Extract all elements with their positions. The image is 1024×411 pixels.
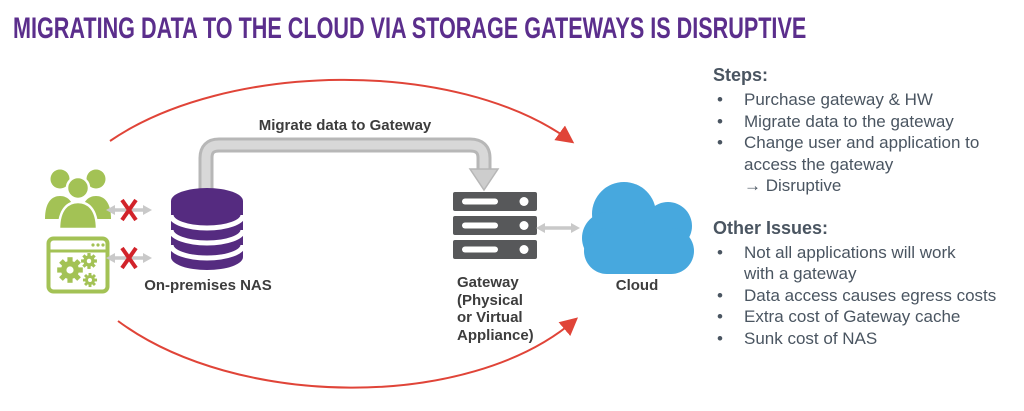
nas-label: On-premises NAS xyxy=(144,277,272,294)
migrate-arrow-label: Migrate data to Gateway xyxy=(258,117,432,134)
gateway-label: Gateway (Physical or Virtual Appliance) xyxy=(457,274,534,344)
migrate-elbow-arrow xyxy=(198,137,500,197)
cloud-label: Cloud xyxy=(615,277,659,294)
bullet-glyph: • xyxy=(717,285,723,305)
steps-item: • Migrate data to the gateway xyxy=(713,111,1018,133)
steps-heading: Steps: xyxy=(713,65,769,85)
users-icon xyxy=(44,166,112,230)
steps-note-text: → Disruptive xyxy=(744,176,842,195)
bullet-glyph: • xyxy=(717,307,723,326)
steps-item-text: Change user and application to access th… xyxy=(744,133,980,174)
notes-panel: Steps: • Purchase gateway & HW • Migrate… xyxy=(713,63,1018,349)
application-gears-icon xyxy=(46,236,110,294)
other-issues-item: • Not all applications will work with a … xyxy=(713,242,1018,285)
other-issues-item-text: Extra cost of Gateway cache xyxy=(744,307,961,326)
steps-item-text: Purchase gateway & HW xyxy=(744,90,933,109)
blocked-connection-x-icon xyxy=(105,243,153,273)
bullet-glyph: • xyxy=(717,90,723,109)
other-issues-item: • Data access causes egress costs xyxy=(713,285,1018,307)
bullet-glyph: • xyxy=(717,242,723,262)
other-issues-heading: Other Issues: xyxy=(713,217,829,238)
blocked-connection-x-icon xyxy=(105,195,153,225)
other-issues-item: • Sunk cost of NAS xyxy=(713,328,1018,350)
gateway-cloud-bidirectional-arrow-icon xyxy=(535,216,581,240)
steps-note: → Disruptive xyxy=(713,175,1018,197)
other-issues-item-text: Sunk cost of NAS xyxy=(744,328,878,348)
nas-database-icon xyxy=(169,187,245,281)
bullet-glyph: • xyxy=(717,328,723,348)
slide-title: MIGRATING DATA TO THE CLOUD VIA STORAGE … xyxy=(13,12,807,45)
steps-item-text: Migrate data to the gateway xyxy=(744,111,954,131)
bullet-glyph: • xyxy=(717,133,723,152)
other-issues-item-text: Data access causes egress costs xyxy=(744,285,997,305)
other-issues-item-text: Not all applications will work with a ga… xyxy=(744,242,956,284)
other-issues-item: • Extra cost of Gateway cache xyxy=(713,306,1018,328)
bullet-spacer xyxy=(713,175,744,197)
bullet-glyph: • xyxy=(717,111,723,131)
cloud-icon xyxy=(582,176,696,276)
steps-item: • Purchase gateway & HW xyxy=(713,89,1018,111)
steps-item: • Change user and application to access … xyxy=(713,132,1018,175)
gateway-server-stack-icon xyxy=(453,192,537,262)
